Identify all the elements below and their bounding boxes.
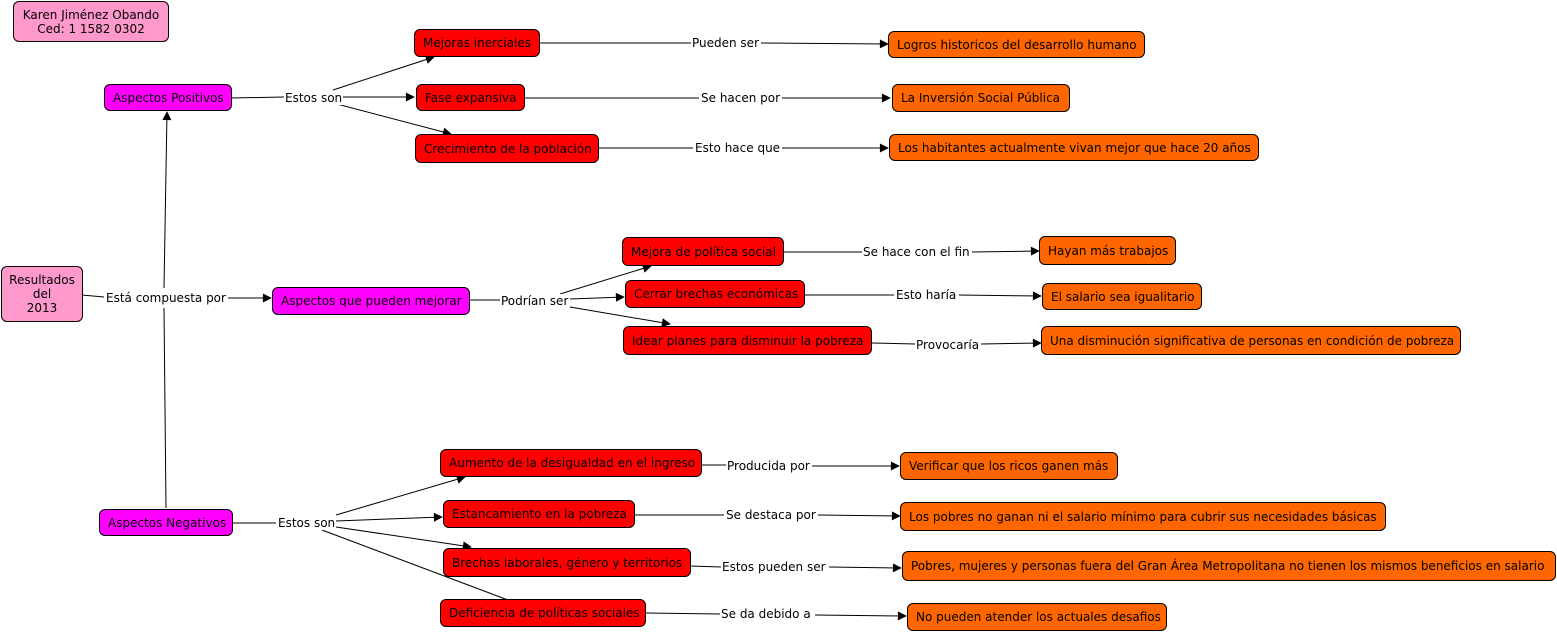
connector bbox=[569, 306, 671, 328]
link-label-podrian-ser: Podrían ser bbox=[500, 294, 570, 308]
concept-label: Fase expansiva bbox=[425, 90, 517, 105]
connector bbox=[81, 294, 105, 298]
connector bbox=[828, 563, 902, 573]
connector bbox=[335, 474, 466, 516]
category-label: Aspectos Positivos bbox=[113, 90, 224, 105]
concept-cerrar-brechas[interactable]: Cerrar brechas económicas bbox=[625, 280, 805, 308]
category-aspectos-positivos[interactable]: Aspectos Positivos bbox=[104, 84, 232, 111]
author-id: Ced: 1 1582 0302 bbox=[37, 21, 145, 36]
result-label: Los pobres no ganan ni el salario mínimo… bbox=[909, 509, 1377, 524]
connector bbox=[335, 512, 443, 522]
connector bbox=[559, 264, 652, 295]
category-label: Aspectos Negativos bbox=[108, 515, 227, 530]
result-label: No pueden atender los actuales desafios bbox=[916, 610, 1161, 624]
concept-estancamiento-pobreza[interactable]: Estancamiento en la pobreza bbox=[443, 500, 635, 528]
concept-aumento-desigualdad[interactable]: Aumento de la desigualdad en el ingreso bbox=[440, 449, 702, 477]
link-label-producida-por: Producida por bbox=[726, 459, 811, 473]
connector bbox=[162, 111, 172, 289]
result-pobres-salario-minimo[interactable]: Los pobres no ganan ni el salario mínimo… bbox=[900, 502, 1386, 531]
result-label: Pobres, mujeres y personas fuera del Gra… bbox=[911, 559, 1545, 573]
link-label-estos-pueden-ser: Estos pueden ser bbox=[721, 560, 827, 574]
connector bbox=[760, 39, 889, 49]
concept-label: Mejora de política social bbox=[631, 244, 776, 259]
concept-label: Cerrar brechas económicas bbox=[634, 287, 799, 301]
result-label: El salario sea igualitario bbox=[1051, 289, 1195, 304]
concept-fase-expansiva[interactable]: Fase expansiva bbox=[416, 84, 525, 111]
connector bbox=[980, 338, 1042, 348]
connector bbox=[871, 342, 916, 345]
result-logros-historicos[interactable]: Logros historicos del desarrollo humano bbox=[888, 31, 1145, 58]
concept-deficiencia-politicas[interactable]: Deficiencia de políticas sociales bbox=[440, 599, 646, 627]
connector bbox=[817, 511, 901, 521]
link-label-esto-haria: Esto haría bbox=[895, 288, 958, 302]
result-label: Hayan más trabajos bbox=[1048, 243, 1169, 258]
link-label-esto-hace-que: Esto hace que bbox=[694, 141, 782, 155]
result-desafios[interactable]: No pueden atender los actuales desafios bbox=[907, 603, 1167, 631]
result-mujeres-gam[interactable]: Pobres, mujeres y personas fuera del Gra… bbox=[902, 551, 1556, 581]
link-label-se-hace-con-el-fin: Se hace con el fin bbox=[862, 245, 971, 259]
root-label-line3: 2013 bbox=[26, 301, 58, 315]
link-label-se-destaca-por: Se destaca por bbox=[725, 508, 817, 522]
concept-crecimiento-poblacion[interactable]: Crecimiento de la población bbox=[415, 134, 599, 163]
link-label-estos-son-negativos: Estos son bbox=[277, 516, 337, 530]
author-box: Karen Jiménez Obando Ced: 1 1582 0302 bbox=[13, 1, 169, 42]
link-label-estos-son-positivos: Estos son bbox=[284, 91, 344, 105]
concept-label: Brechas laborales, género y territorios bbox=[452, 555, 683, 570]
connector bbox=[230, 96, 285, 99]
connector bbox=[971, 246, 1040, 256]
result-label: Verificar que los ricos ganen más bbox=[909, 459, 1109, 473]
root-label-line2: del bbox=[32, 287, 52, 301]
link-label-provocaria: Provocaría bbox=[915, 338, 981, 352]
connector bbox=[644, 612, 721, 615]
connector bbox=[569, 292, 625, 302]
concept-label: Estancamiento en la pobreza bbox=[452, 507, 627, 521]
connector bbox=[321, 529, 509, 601]
connector bbox=[332, 102, 452, 137]
result-label: Una disminución significativa de persona… bbox=[1050, 333, 1455, 348]
connector bbox=[689, 565, 722, 568]
concept-mejora-politica-social[interactable]: Mejora de política social bbox=[622, 237, 784, 266]
result-label: La Inversión Social Pública bbox=[901, 91, 1061, 105]
result-inversion-social[interactable]: La Inversión Social Pública bbox=[892, 84, 1070, 112]
result-mas-trabajos[interactable]: Hayan más trabajos bbox=[1039, 236, 1176, 265]
result-disminucion-pobreza[interactable]: Una disminución significativa de persona… bbox=[1041, 326, 1461, 355]
concept-brechas-laborales[interactable]: Brechas laborales, género y territorios bbox=[443, 548, 691, 577]
result-label: Logros historicos del desarrollo humano bbox=[897, 37, 1137, 52]
concept-label: Idear planes para disminuir la pobreza bbox=[632, 333, 864, 348]
connector bbox=[814, 611, 907, 621]
result-habitantes-mejor[interactable]: Los habitantes actualmente vivan mejor q… bbox=[889, 134, 1259, 161]
link-label-se-da-debido-a: Se da debido a bbox=[720, 607, 812, 621]
root-node[interactable]: Resultados del 2013 bbox=[1, 266, 83, 322]
result-ricos-ganen[interactable]: Verificar que los ricos ganen más bbox=[900, 452, 1118, 480]
connector bbox=[332, 55, 435, 91]
category-aspectos-negativos[interactable]: Aspectos Negativos bbox=[99, 509, 233, 536]
result-label: Los habitantes actualmente vivan mejor q… bbox=[898, 140, 1251, 155]
connector bbox=[958, 291, 1042, 301]
link-label-pueden-ser: Pueden ser bbox=[691, 36, 761, 50]
result-salario-igualitario[interactable]: El salario sea igualitario bbox=[1042, 283, 1202, 310]
category-label: Aspectos que pueden mejorar bbox=[281, 294, 462, 308]
concept-label: Mejoras inerciales bbox=[423, 36, 532, 50]
connector bbox=[163, 307, 167, 509]
link-label-se-hacen-por: Se hacen por bbox=[700, 91, 782, 105]
link-label-compuesta: Está compuesta por bbox=[105, 291, 227, 305]
concept-label: Crecimiento de la población bbox=[424, 141, 592, 156]
concept-label: Aumento de la desigualdad en el ingreso bbox=[449, 456, 696, 470]
concept-label: Deficiencia de políticas sociales bbox=[449, 606, 640, 620]
author-name: Karen Jiménez Obando bbox=[22, 7, 160, 22]
concept-idear-planes[interactable]: Idear planes para disminuir la pobreza bbox=[623, 326, 872, 355]
concept-mejoras-inerciales[interactable]: Mejoras inerciales bbox=[414, 29, 540, 57]
connector bbox=[335, 526, 472, 551]
root-label-line1: Resultados bbox=[9, 273, 75, 287]
category-aspectos-mejorar[interactable]: Aspectos que pueden mejorar bbox=[272, 287, 470, 315]
